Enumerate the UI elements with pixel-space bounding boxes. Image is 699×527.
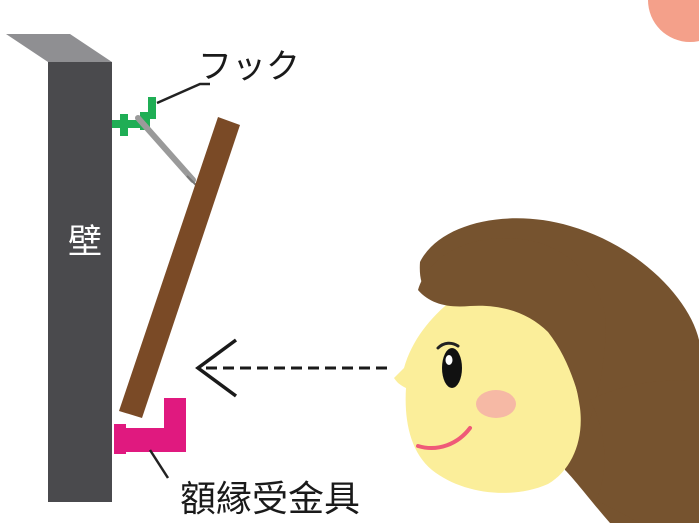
bracket-leader-line	[148, 449, 170, 479]
hair-side	[590, 380, 699, 523]
eye	[442, 348, 462, 388]
eye-highlight	[445, 355, 453, 365]
wall-top	[6, 34, 112, 62]
bangs	[418, 238, 606, 430]
hook-label: フック	[198, 47, 300, 87]
hanging-wire	[135, 115, 196, 183]
eyelash	[436, 341, 460, 350]
hook-leader-line	[156, 82, 210, 105]
mouth	[416, 426, 472, 450]
picture-frame	[119, 117, 240, 418]
hook	[112, 97, 156, 136]
corner-badge	[648, 0, 699, 42]
view-arrow-head	[195, 338, 238, 398]
bracket-label: 額縁受金具	[180, 479, 361, 520]
woman-head	[394, 218, 699, 523]
bracket	[114, 398, 186, 454]
wall	[48, 62, 112, 502]
cheek	[476, 390, 516, 418]
wall-label: 壁	[68, 222, 102, 262]
